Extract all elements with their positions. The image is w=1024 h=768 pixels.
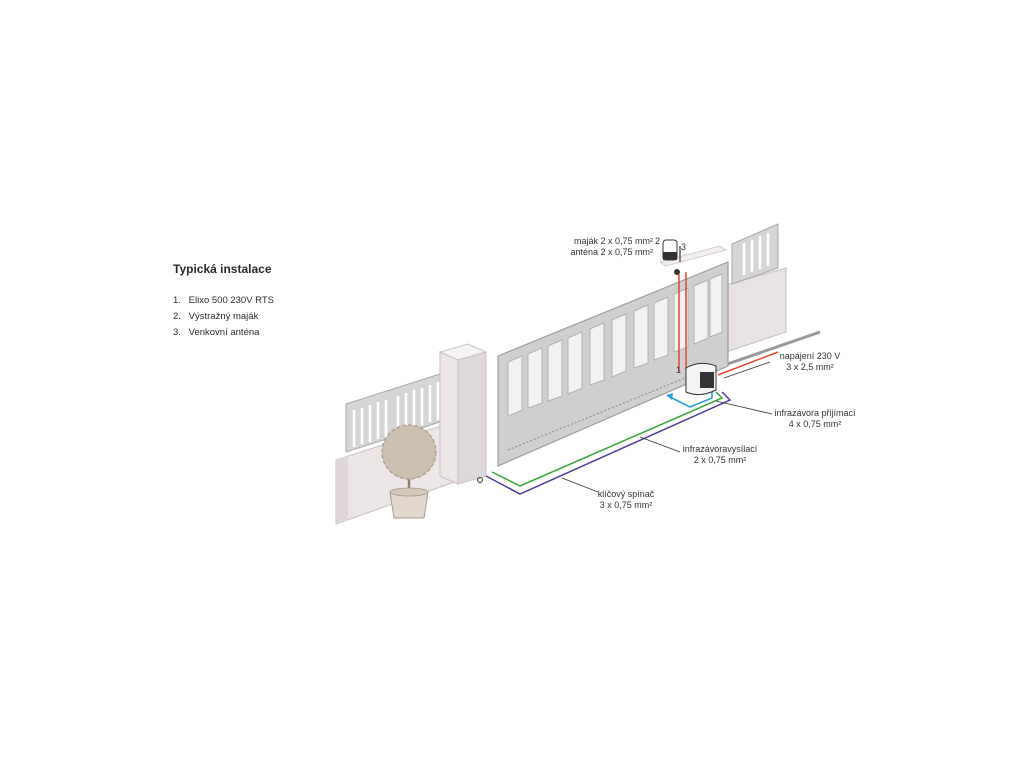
receiver-cable [666, 390, 713, 408]
motor-marker: 1 [676, 365, 682, 375]
motor-icon [685, 362, 717, 396]
keyswitch-cable [477, 391, 732, 495]
transmitter-leader [639, 436, 681, 453]
transmitter-label-line2: 2 x 0,75 mm² [693, 455, 747, 465]
beacon-label-line1: maják 2 x 0,75 mm² [573, 236, 653, 246]
legend-item-1: 1. Elixo 500 230V RTS [173, 293, 274, 309]
beacon-marker: 2 [655, 236, 661, 246]
keyswitch-label: klíčový spínač 3 x 0,75 mm² [590, 489, 662, 511]
gate-pillar [438, 343, 488, 485]
beacon-label: maják 2 x 0,75 mm² anténa 2 x 0,75 mm² [548, 236, 653, 258]
beacon-label-line2: anténa 2 x 0,75 mm² [570, 247, 653, 257]
keyswitch-label-line1: klíčový spínač [597, 489, 655, 499]
potted-tree [381, 424, 437, 519]
keyswitch-leader [561, 477, 599, 493]
legend-item-text: Výstražný maják [188, 311, 259, 322]
receiver-leader [715, 400, 773, 415]
receiver-label-line1: infrazávora přijímací [774, 408, 856, 418]
gate-rail [715, 330, 821, 370]
legend-item-number: 1. [173, 295, 181, 306]
legend-item-text: Venkovní anténa [188, 327, 260, 338]
left-fence [345, 371, 447, 453]
right-fence [731, 223, 779, 285]
power-cable [678, 272, 779, 376]
transmitter-cable [491, 391, 724, 487]
legend-item-text: Elixo 500 230V RTS [188, 295, 275, 306]
legend-item-number: 3. [173, 327, 181, 338]
antenna-marker: 3 [681, 242, 687, 252]
legend-title: Typická instalace [173, 262, 272, 276]
receiver-label: infrazávora přijímací 4 x 0,75 mm² [770, 408, 860, 430]
power-label: napájení 230 V 3 x 2,5 mm² [770, 351, 850, 373]
legend-item-3: 3. Venkovní anténa [173, 325, 274, 341]
transmitter-label: infrazávoravysílací 2 x 0,75 mm² [676, 444, 764, 466]
legend-list: 1. Elixo 500 230V RTS 2. Výstražný maják… [173, 293, 274, 341]
legend-item-2: 2. Výstražný maják [173, 309, 274, 325]
transmitter-label-line1: infrazávoravysílací [682, 444, 758, 454]
legend-item-number: 2. [173, 311, 181, 322]
sliding-gate [497, 261, 729, 467]
beacon-icon [662, 239, 681, 275]
power-label-line2: 3 x 2,5 mm² [786, 362, 834, 372]
keyswitch-label-line2: 3 x 0,75 mm² [599, 500, 653, 510]
power-label-line1: napájení 230 V [779, 351, 841, 361]
legend: Typická instalace 1. Elixo 500 230V RTS … [173, 262, 274, 341]
receiver-label-line2: 4 x 0,75 mm² [788, 419, 842, 429]
power-leader [723, 361, 771, 379]
